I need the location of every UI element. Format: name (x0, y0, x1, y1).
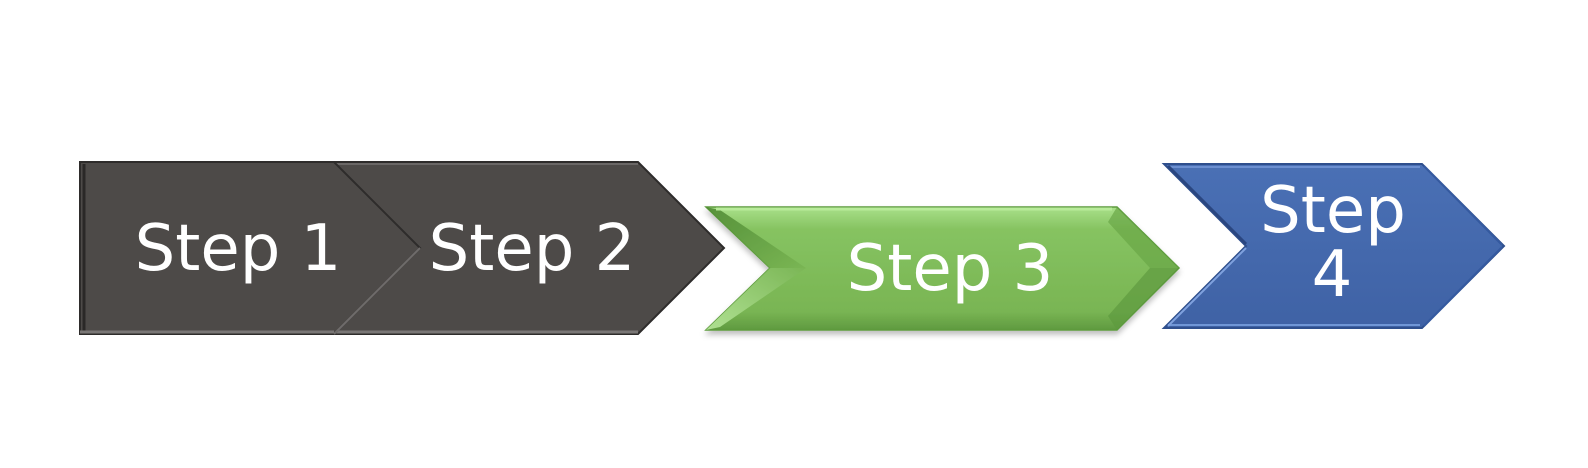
step-4-shape (1161, 163, 1506, 329)
step-2-chevron: Step 2 (327, 161, 726, 335)
step-1-pentagon: Step 1 (79, 161, 422, 335)
step-3-label: Step 3 (847, 232, 1054, 306)
step-4-chevron: Step 4 (1161, 163, 1506, 329)
step-3-chevron: Step 3 (704, 206, 1181, 331)
step-2-label: Step 2 (429, 212, 636, 286)
step-4-label-line1: Step (1260, 174, 1406, 248)
step-4-label-line2: 4 (1312, 238, 1353, 312)
step-1-label: Step 1 (135, 212, 342, 286)
